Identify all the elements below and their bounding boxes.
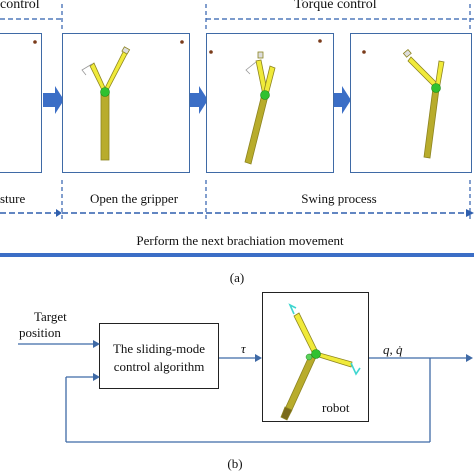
output-label: q, q̇	[383, 342, 403, 357]
panel-label-open-gripper: Open the gripper	[89, 191, 179, 206]
panel-swing-2	[350, 33, 472, 173]
tau-label: τ	[241, 341, 246, 356]
controller-label-line1: The sliding-mode	[112, 341, 206, 356]
robot-label: robot	[322, 400, 350, 415]
target-label-line2: position	[19, 325, 61, 340]
caption-b: (b)	[227, 456, 243, 471]
torque-control-label: Torque control	[294, 0, 377, 12]
controller-block	[99, 323, 219, 389]
panel-open-gripper	[62, 33, 190, 173]
robot-swing-1	[244, 51, 276, 165]
panel-posture	[0, 33, 42, 173]
bottom-label: Perform the next brachiation movement	[136, 233, 344, 248]
target-label-line1: Target	[34, 309, 67, 324]
robot-block-sketch	[280, 303, 361, 421]
panel-label-posture: sture	[0, 191, 26, 206]
panel-swing-1	[206, 33, 334, 173]
caption-a: (a)	[229, 270, 245, 285]
panel-label-swing: Swing process	[301, 191, 377, 206]
control-left-label: control	[0, 0, 40, 12]
controller-label-line2: control algorithm	[113, 359, 205, 374]
